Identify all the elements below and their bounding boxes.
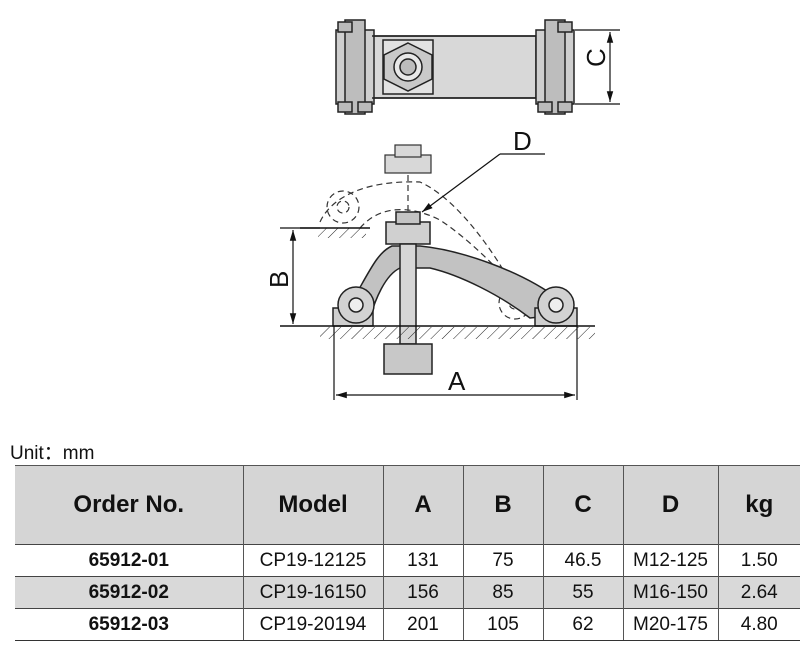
cell-b: 85	[462, 576, 544, 609]
cell-b: 75	[462, 544, 544, 577]
top-view	[335, 19, 575, 115]
cell-order-no: 65912-03	[15, 608, 244, 641]
cell-model: CP19-16150	[242, 576, 384, 609]
dimension-a	[333, 326, 578, 400]
header-kg: kg	[717, 465, 800, 545]
cell-a: 131	[382, 544, 464, 577]
header-b: B	[462, 465, 544, 545]
cell-d: M16-150	[622, 576, 719, 609]
clamp-technical-drawing: C B D	[264, 19, 620, 400]
header-order-no: Order No.	[15, 465, 244, 545]
cell-model: CP19-20194	[242, 608, 384, 641]
cell-kg: 1.50	[717, 544, 800, 577]
raised-ground-hatch	[318, 228, 366, 238]
header-d: D	[622, 465, 719, 545]
raised-nut	[384, 144, 432, 174]
dimension-b-label: B	[264, 271, 294, 288]
cell-a: 156	[382, 576, 464, 609]
cell-order-no: 65912-01	[15, 544, 244, 577]
cell-b: 105	[462, 608, 544, 641]
cell-kg: 2.64	[717, 576, 800, 609]
cell-c: 46.5	[542, 544, 624, 577]
dimension-c-label: C	[581, 48, 611, 67]
cell-d: M20-175	[622, 608, 719, 641]
dimension-d-label: D	[513, 126, 532, 156]
cell-d: M12-125	[622, 544, 719, 577]
ground-hatch	[320, 327, 595, 339]
dimension-c	[575, 29, 620, 105]
cell-c: 62	[542, 608, 624, 641]
table-row: 65912-02 CP19-16150 156 85 55 M16-150 2.…	[15, 576, 800, 609]
table-row: 65912-03 CP19-20194 201 105 62 M20-175 4…	[15, 608, 800, 641]
dimension-d	[421, 153, 545, 213]
dimension-b	[280, 227, 320, 324]
clamp-body	[332, 211, 578, 375]
cell-kg: 4.80	[717, 608, 800, 641]
cell-a: 201	[382, 608, 464, 641]
table-header-row: Order No. Model A B C D kg	[15, 465, 800, 545]
specification-table: Order No. Model A B C D kg 65912-01 CP19…	[15, 465, 800, 641]
header-model: Model	[242, 465, 384, 545]
cell-c: 55	[542, 576, 624, 609]
header-c: C	[542, 465, 624, 545]
cell-order-no: 65912-02	[15, 576, 244, 609]
table-row: 65912-01 CP19-12125 131 75 46.5 M12-125 …	[15, 544, 800, 577]
header-a: A	[382, 465, 464, 545]
dimension-a-label: A	[448, 366, 466, 396]
cell-model: CP19-12125	[242, 544, 384, 577]
unit-label: Unit：mm	[10, 443, 95, 464]
